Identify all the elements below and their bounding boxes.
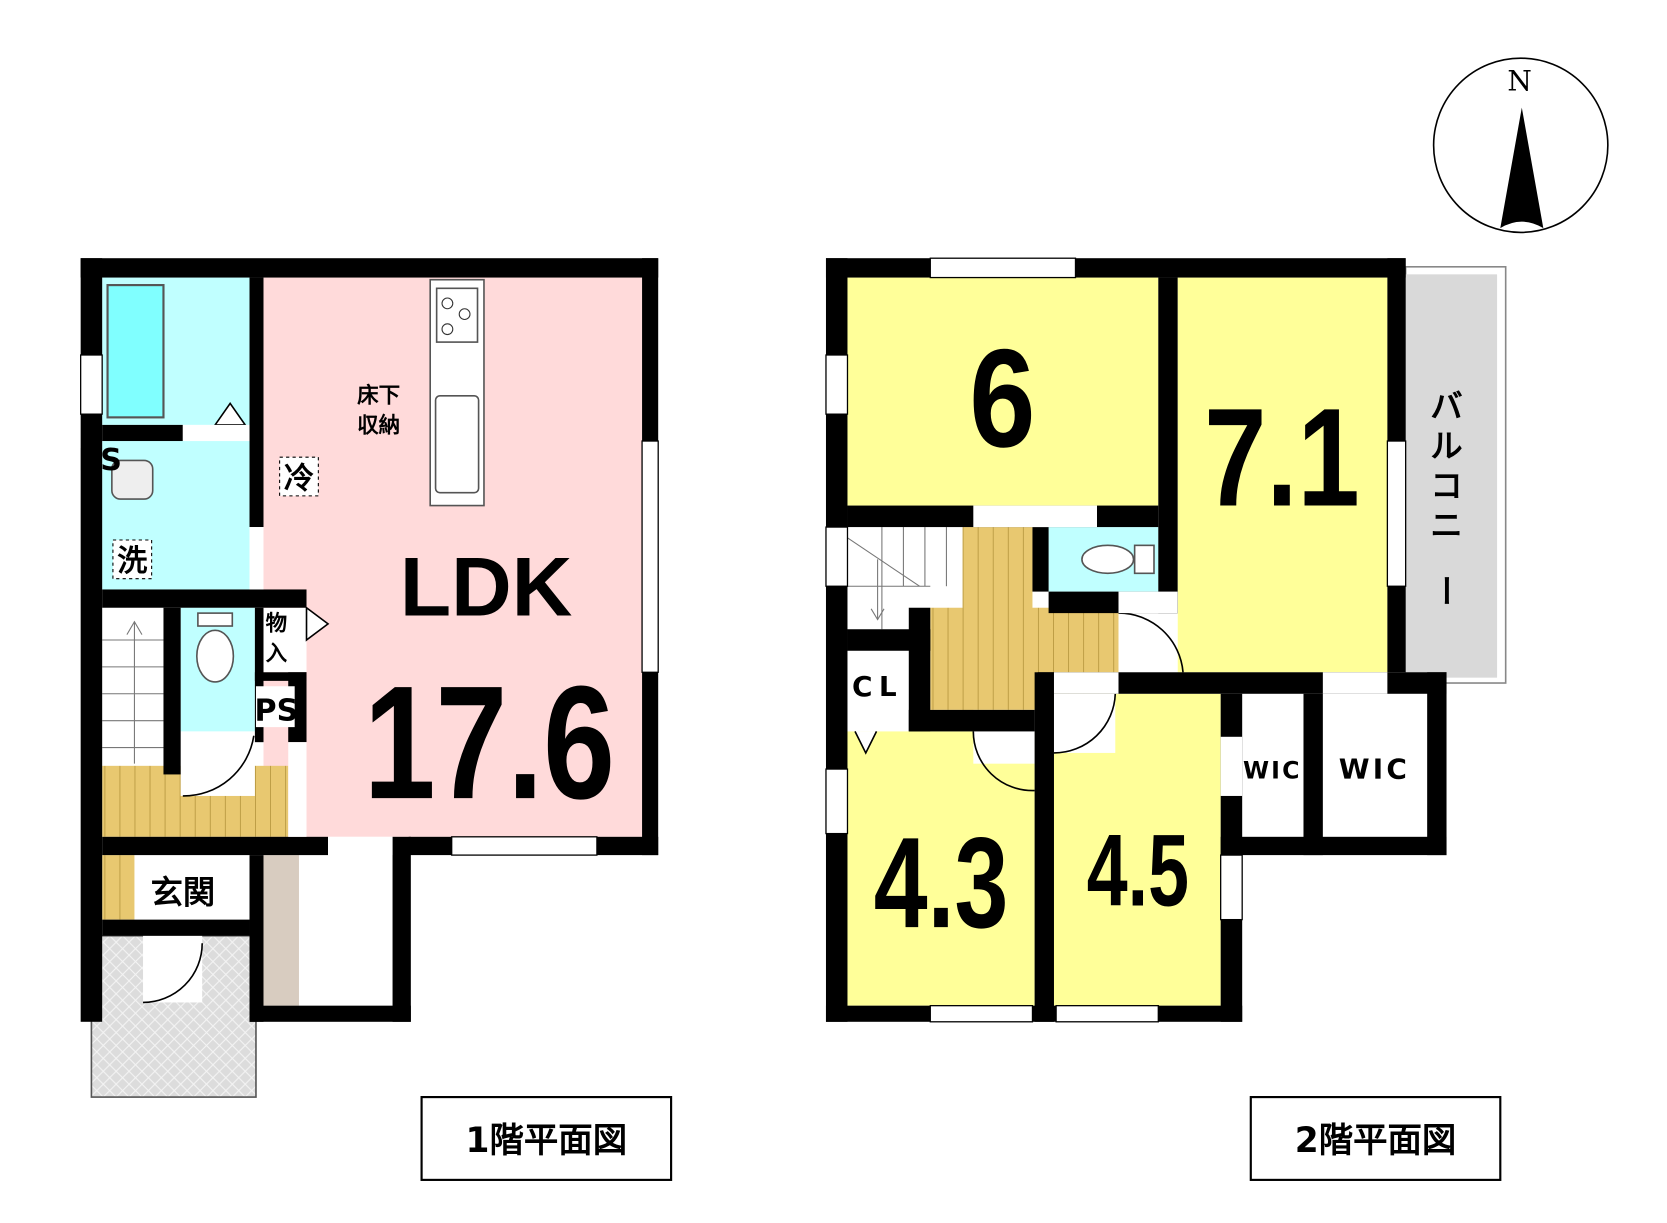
north-arrow-icon: [1500, 107, 1544, 229]
walk-in-closet-1: [1242, 693, 1304, 837]
room-4-3: [847, 731, 1035, 1006]
balcony-label-1: バ: [1430, 387, 1462, 425]
ldk-label: LDK: [400, 539, 572, 633]
toilet-bowl-2f: [1081, 544, 1135, 575]
entrance-door-area: [143, 935, 203, 1003]
outdoor-storage: [263, 855, 299, 1006]
compass-north-label: N: [1507, 64, 1531, 97]
bathtub: [106, 284, 165, 419]
balcony-label-3: コ: [1430, 467, 1462, 505]
washer-label: 洗: [117, 544, 147, 579]
entrance-step: [102, 855, 135, 920]
floor-2-plan: 6 7.1 4.3 4.5 CL WIC WIC バ ル コ ニ ー 2階平面図: [825, 257, 1507, 1181]
storage-label-2: 入: [266, 641, 288, 666]
washer-marker: [112, 539, 153, 580]
door-swing: [1118, 612, 1184, 673]
floor-1-title-box: [420, 1096, 673, 1181]
stairs-1f: [102, 607, 164, 766]
outdoor-space: [298, 855, 393, 1006]
compass: N: [1432, 57, 1609, 234]
wic-label-2: WIC: [1339, 753, 1410, 786]
underfloor-storage-label-1: 床下: [357, 382, 400, 408]
door-marker: [305, 606, 330, 642]
ps-label-top: PS: [78, 443, 122, 478]
windows-1f: [80, 354, 659, 856]
door-swing: [143, 943, 203, 1004]
wic-label-1: WIC: [1243, 757, 1302, 785]
stove-icon: [435, 287, 479, 343]
balcony-floor: [1405, 274, 1498, 678]
room-7-1: [1177, 277, 1388, 673]
walk-in-closet-2: [1322, 693, 1428, 837]
windows-2f: [825, 257, 1407, 1023]
underfloor-storage-label-2: 収納: [357, 412, 400, 438]
door-swing: [1053, 693, 1117, 754]
toilet-tank: [197, 612, 234, 627]
fridge-label: 冷: [284, 461, 314, 496]
ldk-size: 17.6: [364, 652, 615, 832]
floor-1-title: 1階平面図: [466, 1121, 628, 1161]
door-area: [1053, 693, 1116, 753]
room-4-5-label: 4.5: [1087, 813, 1189, 928]
entrance-label: 玄関: [151, 873, 216, 911]
room-4-3-label: 4.3: [874, 812, 1009, 956]
toilet-tank-2f: [1133, 544, 1155, 575]
balcony-label-2: ル: [1430, 427, 1462, 465]
door-swing: [972, 731, 1035, 792]
storage-closet: [263, 607, 307, 673]
kitchen-sink: [434, 395, 480, 494]
room-6-label: 6: [969, 321, 1035, 476]
door-marker: [854, 731, 878, 755]
floor-2-title: 2階平面図: [1295, 1121, 1457, 1161]
floor-1-plan: LDK 17.6 床下 収納 冷 洗 PS 物 入 PS 玄関 1階平面図: [78, 258, 673, 1181]
door-swing: [182, 735, 255, 797]
door-area: [1118, 613, 1178, 673]
room-6: [847, 277, 1159, 506]
sink: [111, 459, 154, 500]
stairs-lines: [102, 620, 164, 764]
toilet-bowl: [196, 629, 235, 683]
fridge-marker: [279, 456, 319, 497]
closet-cl: [847, 650, 909, 732]
balcony-label-4: ニ: [1430, 507, 1462, 545]
floor-2-title-box: [1249, 1096, 1502, 1181]
closet-label: CL: [852, 670, 903, 703]
balcony-label-5: ー: [1427, 574, 1465, 606]
ps-label-mid: PS: [255, 694, 299, 729]
stairs-lines: [847, 527, 947, 630]
ps-box: [255, 686, 295, 728]
room-7-1-label: 7.1: [1204, 379, 1359, 536]
storage-label-1: 物: [266, 610, 288, 636]
